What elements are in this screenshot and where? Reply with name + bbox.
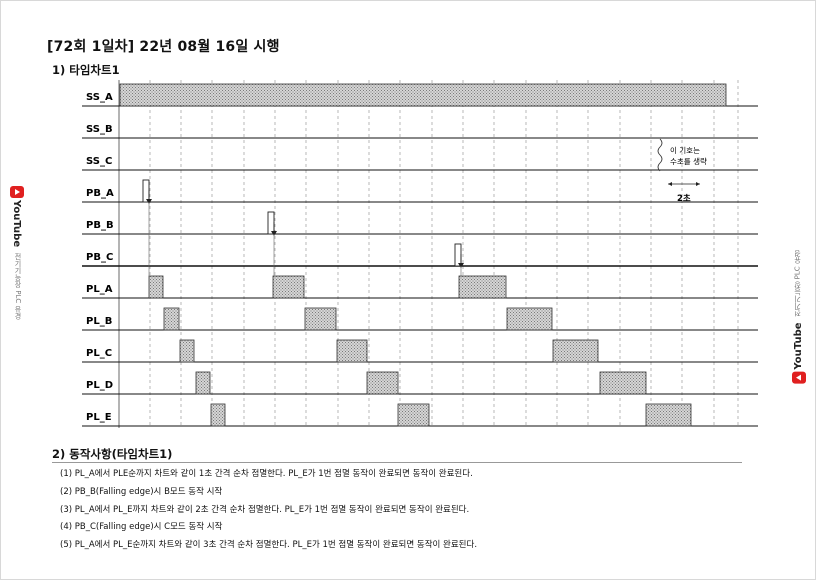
button-pulse-pb-b — [267, 211, 275, 235]
step-1: (1) PL_A에서 PLE순까지 차트와 같이 1초 간격 순차 점멸한다. … — [60, 469, 473, 479]
signal-label: PB_A — [86, 188, 114, 199]
signal-label: PL_D — [86, 380, 113, 391]
pulse-pl-a — [272, 275, 305, 299]
operation-steps: (1) PL_A에서 PLE순까지 차트와 같이 1초 간격 순차 점멸한다. … — [60, 466, 477, 555]
pulse-ss-a — [119, 83, 727, 107]
pulse-pl-a — [148, 275, 164, 299]
note-line1: 이 기호는 — [670, 145, 700, 155]
pulse-pl-b — [304, 307, 337, 331]
signal-label: PB_C — [86, 252, 113, 263]
omission-note: 이 기호는 수초를 생략 2초 — [657, 138, 707, 204]
pulse-pl-e — [210, 403, 226, 427]
youtube-wordmark: YouTube — [793, 322, 804, 370]
pulse-pl-d — [195, 371, 211, 395]
channel-name: 전기기능장 PLC 유경 — [14, 253, 22, 320]
chart-rows — [82, 105, 758, 427]
arrow-right-icon — [696, 182, 700, 186]
arrow-down-icon — [271, 231, 277, 236]
section2-divider — [52, 462, 742, 463]
section1-heading: 1) 타임차트1 — [52, 63, 120, 77]
signal-label: PL_A — [86, 284, 113, 295]
signal-label: SS_C — [86, 156, 112, 167]
arrow-down-icon — [146, 199, 152, 204]
pulse-pl-d — [599, 371, 647, 395]
button-pulse-pb-c — [454, 243, 462, 267]
pulse-pl-d — [366, 371, 399, 395]
step-4: (4) PB_C(Falling edge)시 C모드 동작 시작 — [60, 522, 223, 533]
pulse-pl-e — [645, 403, 692, 427]
signal-label: PL_B — [86, 316, 112, 327]
section2-heading: 2) 동작사항(타임차트1) — [52, 447, 173, 461]
button-pulse-pb-a — [142, 179, 150, 203]
pulse-pl-e — [397, 403, 430, 427]
signal-label: PB_B — [86, 220, 114, 231]
watermark-left: YouTube 전기기능장 PLC 유경 — [10, 186, 26, 320]
note-line2: 수초를 생략 — [670, 156, 707, 166]
pulse-pl-b — [163, 307, 180, 331]
step-3: (3) PL_A에서 PL_E까지 차트와 같이 2초 간격 순차 점멸한다. … — [60, 504, 470, 515]
signal-label: SS_B — [86, 124, 113, 135]
signal-label: SS_A — [86, 92, 113, 103]
pulse-pl-c — [552, 339, 599, 363]
pulse-pl-c — [179, 339, 195, 363]
chart-labels: SS_A SS_B SS_C PB_A PB_B PB_C PL_A PL_B PL_C PL_D… — [86, 92, 114, 423]
watermark-right: YouTube 전기기능장 PLC 유경 — [791, 250, 807, 384]
timing-chart: SS_A SS_B SS_C PB_A PB_B PB_C PL_A PL_B PL_C PL_D… — [82, 80, 758, 428]
chart-pulses — [119, 83, 727, 427]
pulse-pl-a — [458, 275, 507, 299]
pulse-pl-c — [336, 339, 368, 363]
interval-label: 2초 — [677, 194, 691, 204]
youtube-logo-icon — [10, 186, 24, 198]
youtube-wordmark: YouTube — [11, 200, 22, 248]
signal-label: PL_E — [86, 412, 112, 423]
chart-grid — [118, 80, 739, 428]
signal-label: PL_C — [86, 348, 112, 359]
chart-button-marks — [142, 179, 464, 276]
channel-name: 전기기능장 PLC 유경 — [793, 250, 802, 317]
arrow-down-icon — [458, 263, 464, 268]
step-2: (2) PB_B(Falling edge)시 B모드 동작 시작 — [60, 486, 223, 497]
break-symbol-icon — [657, 138, 663, 172]
page-title: [72회 1일차] 22년 08월 16일 시행 — [47, 39, 280, 55]
step-5: (5) PL_A에서 PL_E순까지 차트와 같이 3초 간격 순차 점멸한다.… — [60, 540, 478, 551]
pulse-pl-b — [506, 307, 553, 331]
arrow-left-icon — [668, 182, 672, 186]
youtube-logo-icon — [792, 371, 806, 384]
